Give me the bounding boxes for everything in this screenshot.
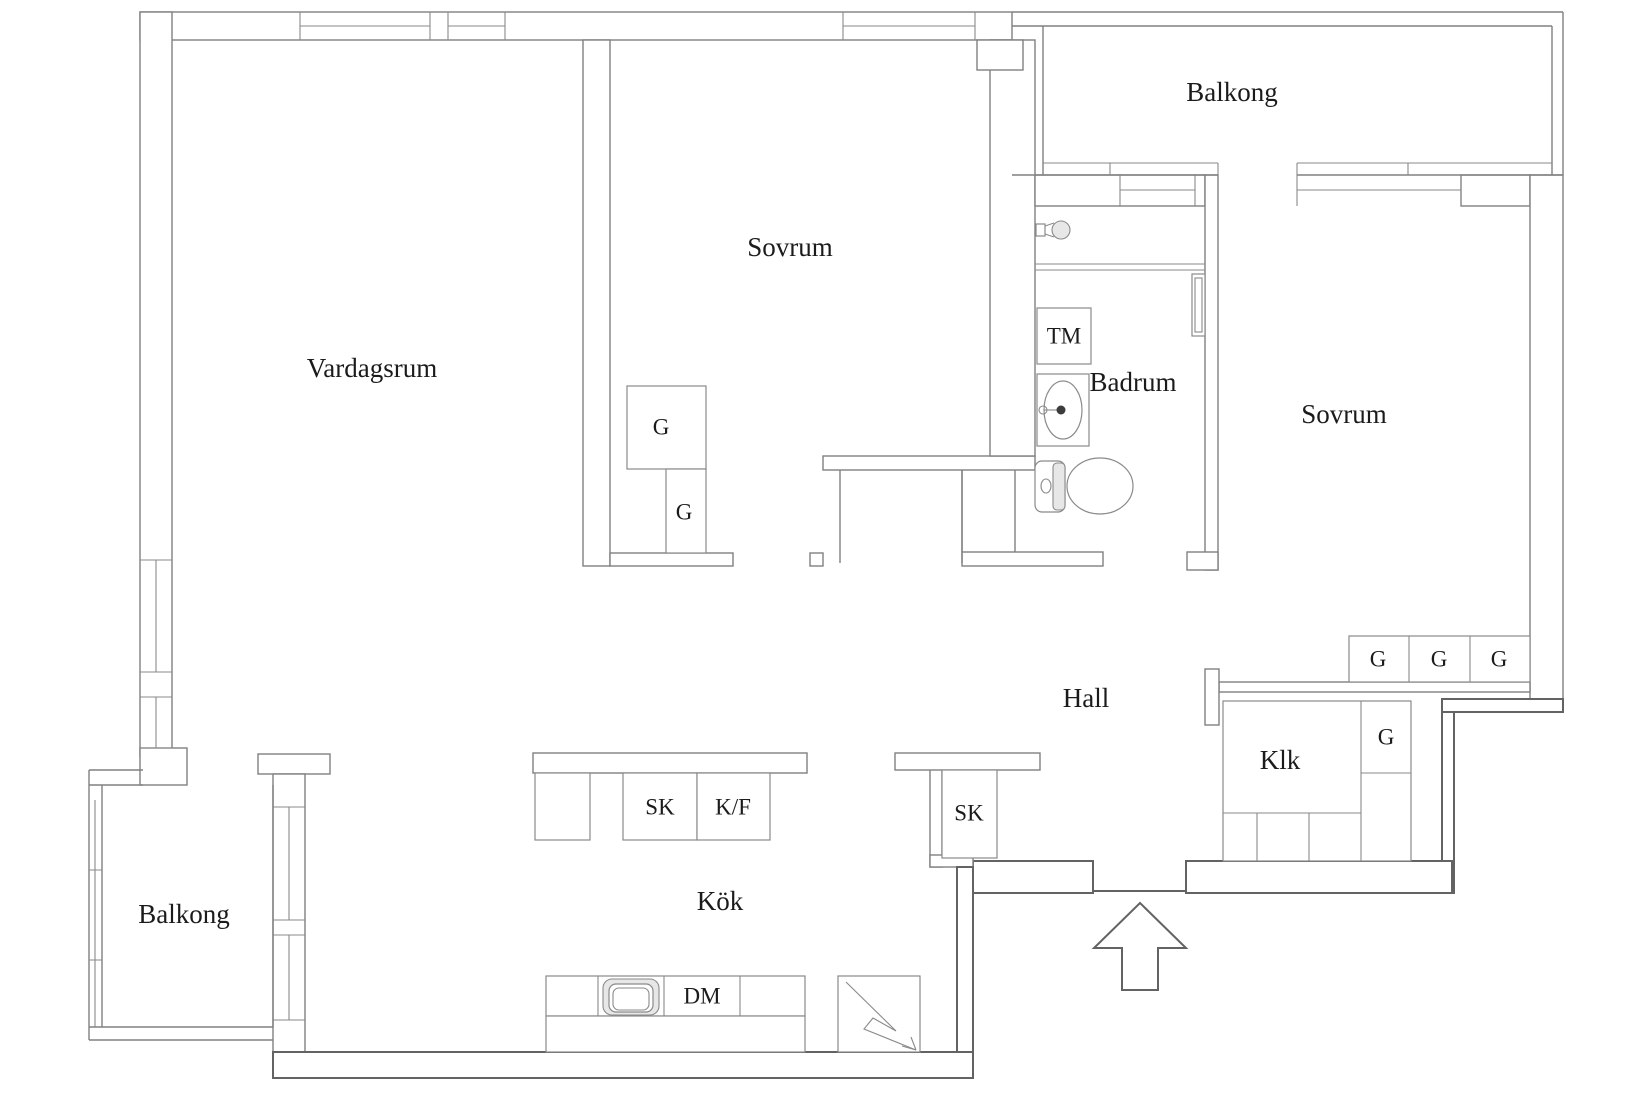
label-garderob-sovrum1-a: G xyxy=(653,415,670,440)
door-leaf xyxy=(1191,273,1206,337)
label-klk: Klk xyxy=(1260,745,1301,775)
bathroom-sink-icon xyxy=(1036,373,1090,447)
wall-kok-peninsula xyxy=(532,752,808,774)
window-icon xyxy=(140,559,172,673)
window-icon xyxy=(1296,175,1462,206)
wall-door-jamb xyxy=(809,552,824,567)
wall-sovrum2-west-foot xyxy=(1186,551,1219,571)
walls-layer xyxy=(139,11,1564,1079)
balcony-bottom-left xyxy=(88,769,274,1041)
label-vardagsrum: Vardagsrum xyxy=(307,353,437,383)
kitchen-upper-cabinets xyxy=(534,772,771,841)
wall-sovrum1-west xyxy=(582,39,611,567)
wall-step-right xyxy=(1441,698,1564,713)
cabinets-layer xyxy=(534,385,1531,1053)
wall-kok-east-upper xyxy=(929,766,943,868)
wall-cavity-lines xyxy=(961,470,1016,552)
label-skap-hall: SK xyxy=(954,801,984,826)
wall-kok-east-lower xyxy=(956,866,974,1079)
window-icon xyxy=(273,806,305,921)
kitchen-sink-icon xyxy=(602,978,660,1016)
wall-kok-northwest xyxy=(257,753,331,775)
wardrobe-box xyxy=(665,468,707,554)
wall-bottom-left-of-door xyxy=(972,860,1094,894)
wardrobe-box xyxy=(626,385,707,470)
windows-layer xyxy=(140,12,1462,1021)
entrance-arrow-icon xyxy=(1091,901,1189,991)
wall-corner-chunk xyxy=(976,39,1024,71)
wall-left-cap xyxy=(139,747,188,786)
label-garderob-sovrum2-a: G xyxy=(1370,647,1387,672)
label-garderob-sovrum2-b: G xyxy=(1431,647,1448,672)
wall-hall-north xyxy=(894,752,1041,771)
toilet-icon xyxy=(1034,457,1134,515)
label-sovrum-1: Sovrum xyxy=(747,232,833,262)
shower-icon xyxy=(1035,220,1071,240)
klk-closet-unit xyxy=(1222,700,1412,862)
window-icon xyxy=(273,934,305,1021)
label-skap-kok: SK xyxy=(645,795,675,820)
shower-screen-line xyxy=(1035,263,1205,271)
label-kyl-frys: K/F xyxy=(715,795,751,820)
label-balkong-bottom: Balkong xyxy=(138,899,230,929)
window-icon xyxy=(299,12,431,40)
label-kok: Kök xyxy=(697,886,744,916)
label-tvattmaskin: TM xyxy=(1047,324,1082,349)
cleaning-cabinet xyxy=(622,772,698,841)
wall-right xyxy=(1529,174,1564,713)
wall-bottom-right xyxy=(1185,860,1453,894)
wall-badrum-south xyxy=(961,551,1104,567)
window-icon xyxy=(842,12,976,40)
window-icon xyxy=(447,12,506,40)
wall-sovrum2-north xyxy=(1460,174,1531,207)
window-icon xyxy=(140,696,172,749)
niche-sides xyxy=(839,470,963,563)
wall-niche-top xyxy=(822,455,1036,471)
bathroom-fixtures xyxy=(1034,220,1206,515)
wall-sovrum1-south xyxy=(609,552,734,567)
electrical-icon xyxy=(837,975,921,1053)
wall-sovrum2-west xyxy=(1204,174,1219,571)
window-icon xyxy=(1119,175,1196,206)
label-badrum: Badrum xyxy=(1090,367,1177,397)
hall-cabinet xyxy=(941,769,998,859)
wardrobe-row-sovrum2 xyxy=(1348,635,1531,683)
wall-badrum-west xyxy=(989,39,1036,457)
fridge-freezer xyxy=(696,772,771,841)
balcony-top-right xyxy=(1012,11,1564,176)
wall-kok-south xyxy=(272,1051,974,1079)
label-sovrum-2: Sovrum xyxy=(1301,399,1387,429)
label-hall: Hall xyxy=(1063,683,1110,713)
wall-sovrum2-south xyxy=(1218,681,1531,693)
label-balkong-top: Balkong xyxy=(1186,77,1278,107)
washing-machine xyxy=(1036,307,1092,365)
wall-klk-stub xyxy=(1204,668,1220,726)
kitchen-counter xyxy=(545,975,806,1053)
label-diskmaskin: DM xyxy=(683,984,720,1009)
label-garderob-klk: G xyxy=(1378,725,1395,750)
label-garderob-sovrum2-c: G xyxy=(1491,647,1508,672)
label-garderob-sovrum1-b: G xyxy=(676,500,693,525)
